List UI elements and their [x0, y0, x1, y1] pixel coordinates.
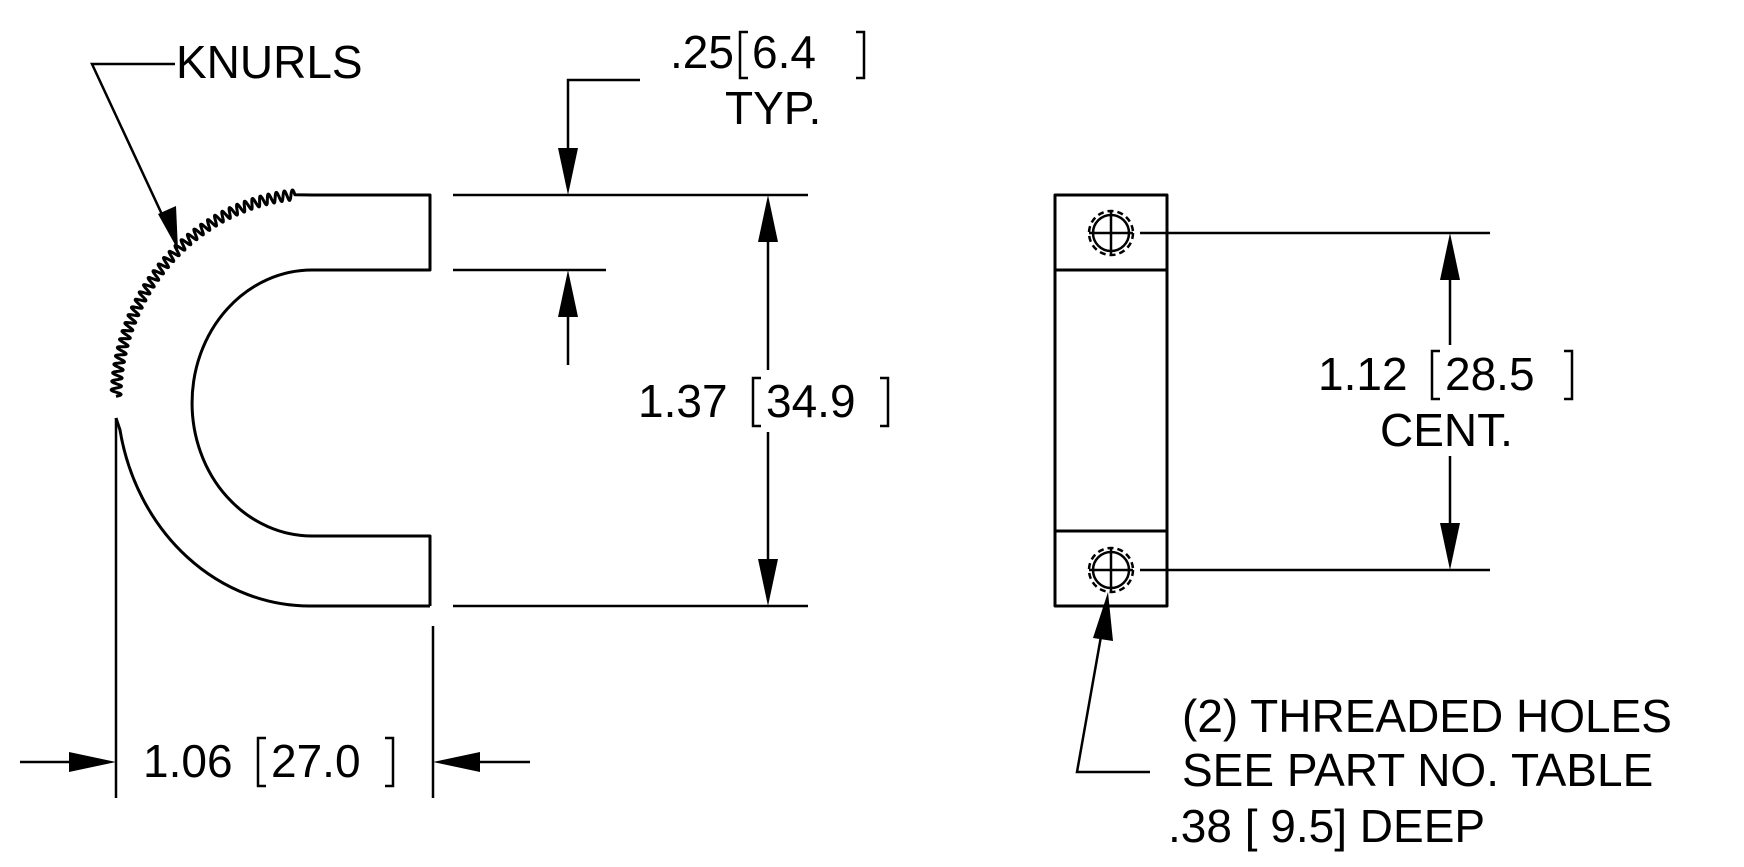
height-metric: 34.9: [766, 375, 856, 427]
holes-arrowhead: [1093, 592, 1113, 641]
bracket-close: [1564, 349, 1574, 401]
height-value: 1.37: [638, 375, 728, 427]
thickness-note: TYP.: [725, 82, 821, 134]
thickness-arrow-down: [558, 148, 578, 195]
thickness-metric: 6.4: [752, 26, 816, 78]
bracket-close: [856, 30, 866, 80]
width-metric: 27.0: [271, 735, 361, 787]
bracket-close: [880, 376, 890, 428]
clamp-outer-arc: [114, 417, 430, 608]
holes-note-line1: (2) THREADED HOLES: [1182, 690, 1672, 742]
knurls-callout: KNURLS: [90, 36, 363, 250]
centers-arrow-bottom: [1440, 523, 1460, 570]
side-view: [1053, 193, 1169, 608]
knurls-leader: [90, 62, 175, 237]
threaded-holes-callout: (2) THREADED HOLES SEE PART NO. TABLE .3…: [1075, 592, 1672, 852]
holes-note-line2: SEE PART NO. TABLE: [1182, 744, 1653, 796]
thickness-arrow-up: [558, 270, 578, 317]
centers-value: 1.12: [1318, 348, 1408, 400]
bracket-open: [256, 736, 266, 788]
bracket-open: [751, 376, 761, 428]
bracket-close: [385, 736, 395, 788]
threaded-hole-top: [1087, 209, 1135, 257]
centers-note: CENT.: [1380, 404, 1513, 456]
centers-metric: 28.5: [1445, 348, 1535, 400]
width-arrow-right: [433, 752, 480, 772]
thickness-value: .25: [670, 26, 734, 78]
height-arrow-top: [758, 195, 778, 242]
width-arrow-left: [69, 752, 116, 772]
thickness-dimension: .25 6.4 TYP.: [453, 26, 866, 365]
clamp-knurled-edge: [109, 188, 313, 398]
centers-dimension: 1.12 28.5 CENT.: [1140, 231, 1574, 572]
clamp-inner-arc: [190, 268, 313, 538]
knurls-label: KNURLS: [176, 36, 363, 88]
holes-note-line3: .38 [ 9.5] DEEP: [1168, 800, 1485, 852]
threaded-hole-bottom: [1087, 546, 1135, 594]
holes-leader: [1075, 624, 1150, 774]
centers-arrow-top: [1440, 233, 1460, 280]
front-view: [109, 188, 432, 608]
height-arrow-bottom: [758, 559, 778, 606]
bracket-open: [738, 30, 748, 80]
side-view-body: [1053, 193, 1169, 608]
width-value: 1.06: [143, 735, 233, 787]
bracket-open: [1430, 349, 1440, 401]
height-dimension: 1.37 34.9: [453, 195, 890, 608]
width-dimension: 1.06 27.0: [20, 418, 530, 798]
clamp-top-arm: [312, 193, 432, 272]
knurls-arrowhead: [158, 206, 178, 250]
clamp-bottom-arm: [312, 534, 432, 606]
thickness-leader: [566, 78, 640, 160]
